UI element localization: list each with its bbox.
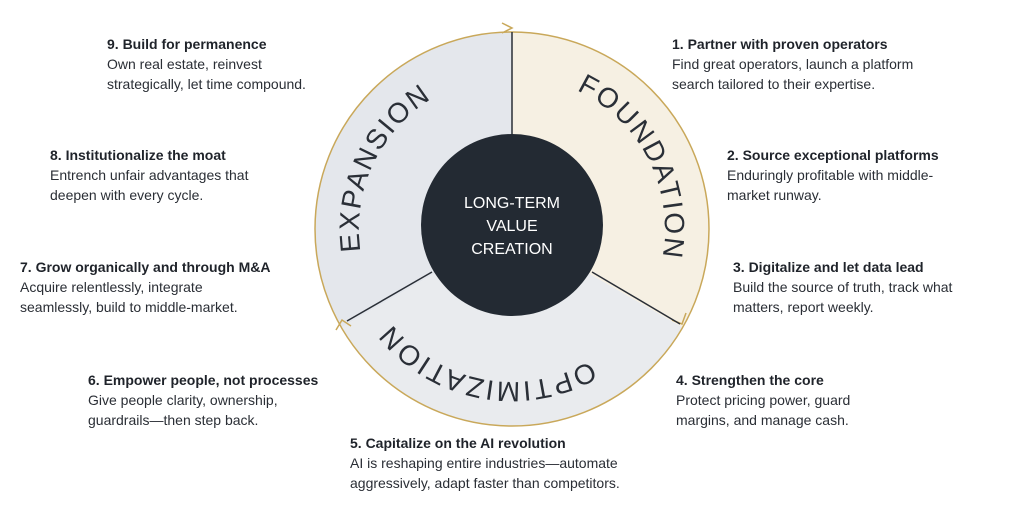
step-8: 8. Institutionalize the moat Entrench un… <box>50 145 248 205</box>
divider-right <box>591 271 681 325</box>
step-title: 3. Digitalize and let data lead <box>733 259 924 275</box>
arrow-icon-left <box>335 318 352 331</box>
step-desc: matters, report weekly. <box>733 299 874 315</box>
step-desc: strategically, let time compound. <box>107 76 306 92</box>
step-title: 7. Grow organically and through M&A <box>20 259 271 275</box>
step-1: 1. Partner with proven operators Find gr… <box>672 34 913 94</box>
core-line-1: LONG-TERM <box>464 195 560 212</box>
step-desc: seamlessly, build to middle-market. <box>20 299 238 315</box>
step-desc: Protect pricing power, guard <box>676 392 851 408</box>
step-desc: Entrench unfair advantages that <box>50 167 249 183</box>
core-line-3: CREATION <box>471 241 552 258</box>
step-desc: deepen with every cycle. <box>50 187 204 203</box>
step-desc: Own real estate, reinvest <box>107 56 262 72</box>
step-desc: Give people clarity, ownership, <box>88 392 278 408</box>
step-3: 3. Digitalize and let data lead Build th… <box>733 257 952 317</box>
step-title: 5. Capitalize on the AI revolution <box>350 435 566 451</box>
core-circle <box>421 134 603 316</box>
step-title: 4. Strengthen the core <box>676 372 824 388</box>
core-line-2: VALUE <box>486 218 537 235</box>
step-title: 6. Empower people, not processes <box>88 372 319 388</box>
step-desc: Build the source of truth, track what <box>733 279 953 295</box>
step-4: 4. Strengthen the core Protect pricing p… <box>676 370 850 430</box>
segment-optimization <box>341 229 683 426</box>
step-desc: aggressively, adapt faster than competit… <box>350 475 620 491</box>
step-6: 6. Empower people, not processes Give pe… <box>88 370 318 430</box>
step-5: 5. Capitalize on the AI revolution AI is… <box>350 433 620 493</box>
step-title: 8. Institutionalize the moat <box>50 147 226 163</box>
step-2: 2. Source exceptional platforms Enduring… <box>727 145 939 205</box>
step-desc: AI is reshaping entire industries—automa… <box>350 455 618 471</box>
divider-left <box>346 271 433 322</box>
step-desc: market runway. <box>727 187 822 203</box>
step-desc: guardrails—then step back. <box>88 412 259 428</box>
step-9: 9. Build for permanence Own real estate,… <box>107 34 306 94</box>
step-title: 9. Build for permanence <box>107 36 267 52</box>
step-7: 7. Grow organically and through M&A Acqu… <box>20 257 270 317</box>
step-desc: Find great operators, launch a platform <box>672 56 914 72</box>
step-desc: Enduringly profitable with middle- <box>727 167 934 183</box>
step-title: 2. Source exceptional platforms <box>727 147 939 163</box>
step-desc: Acquire relentlessly, integrate <box>20 279 203 295</box>
step-title: 1. Partner with proven operators <box>672 36 888 52</box>
step-desc: search tailored to their expertise. <box>672 76 876 92</box>
arrow-icon-top <box>501 22 514 34</box>
step-desc: margins, and manage cash. <box>676 412 849 428</box>
